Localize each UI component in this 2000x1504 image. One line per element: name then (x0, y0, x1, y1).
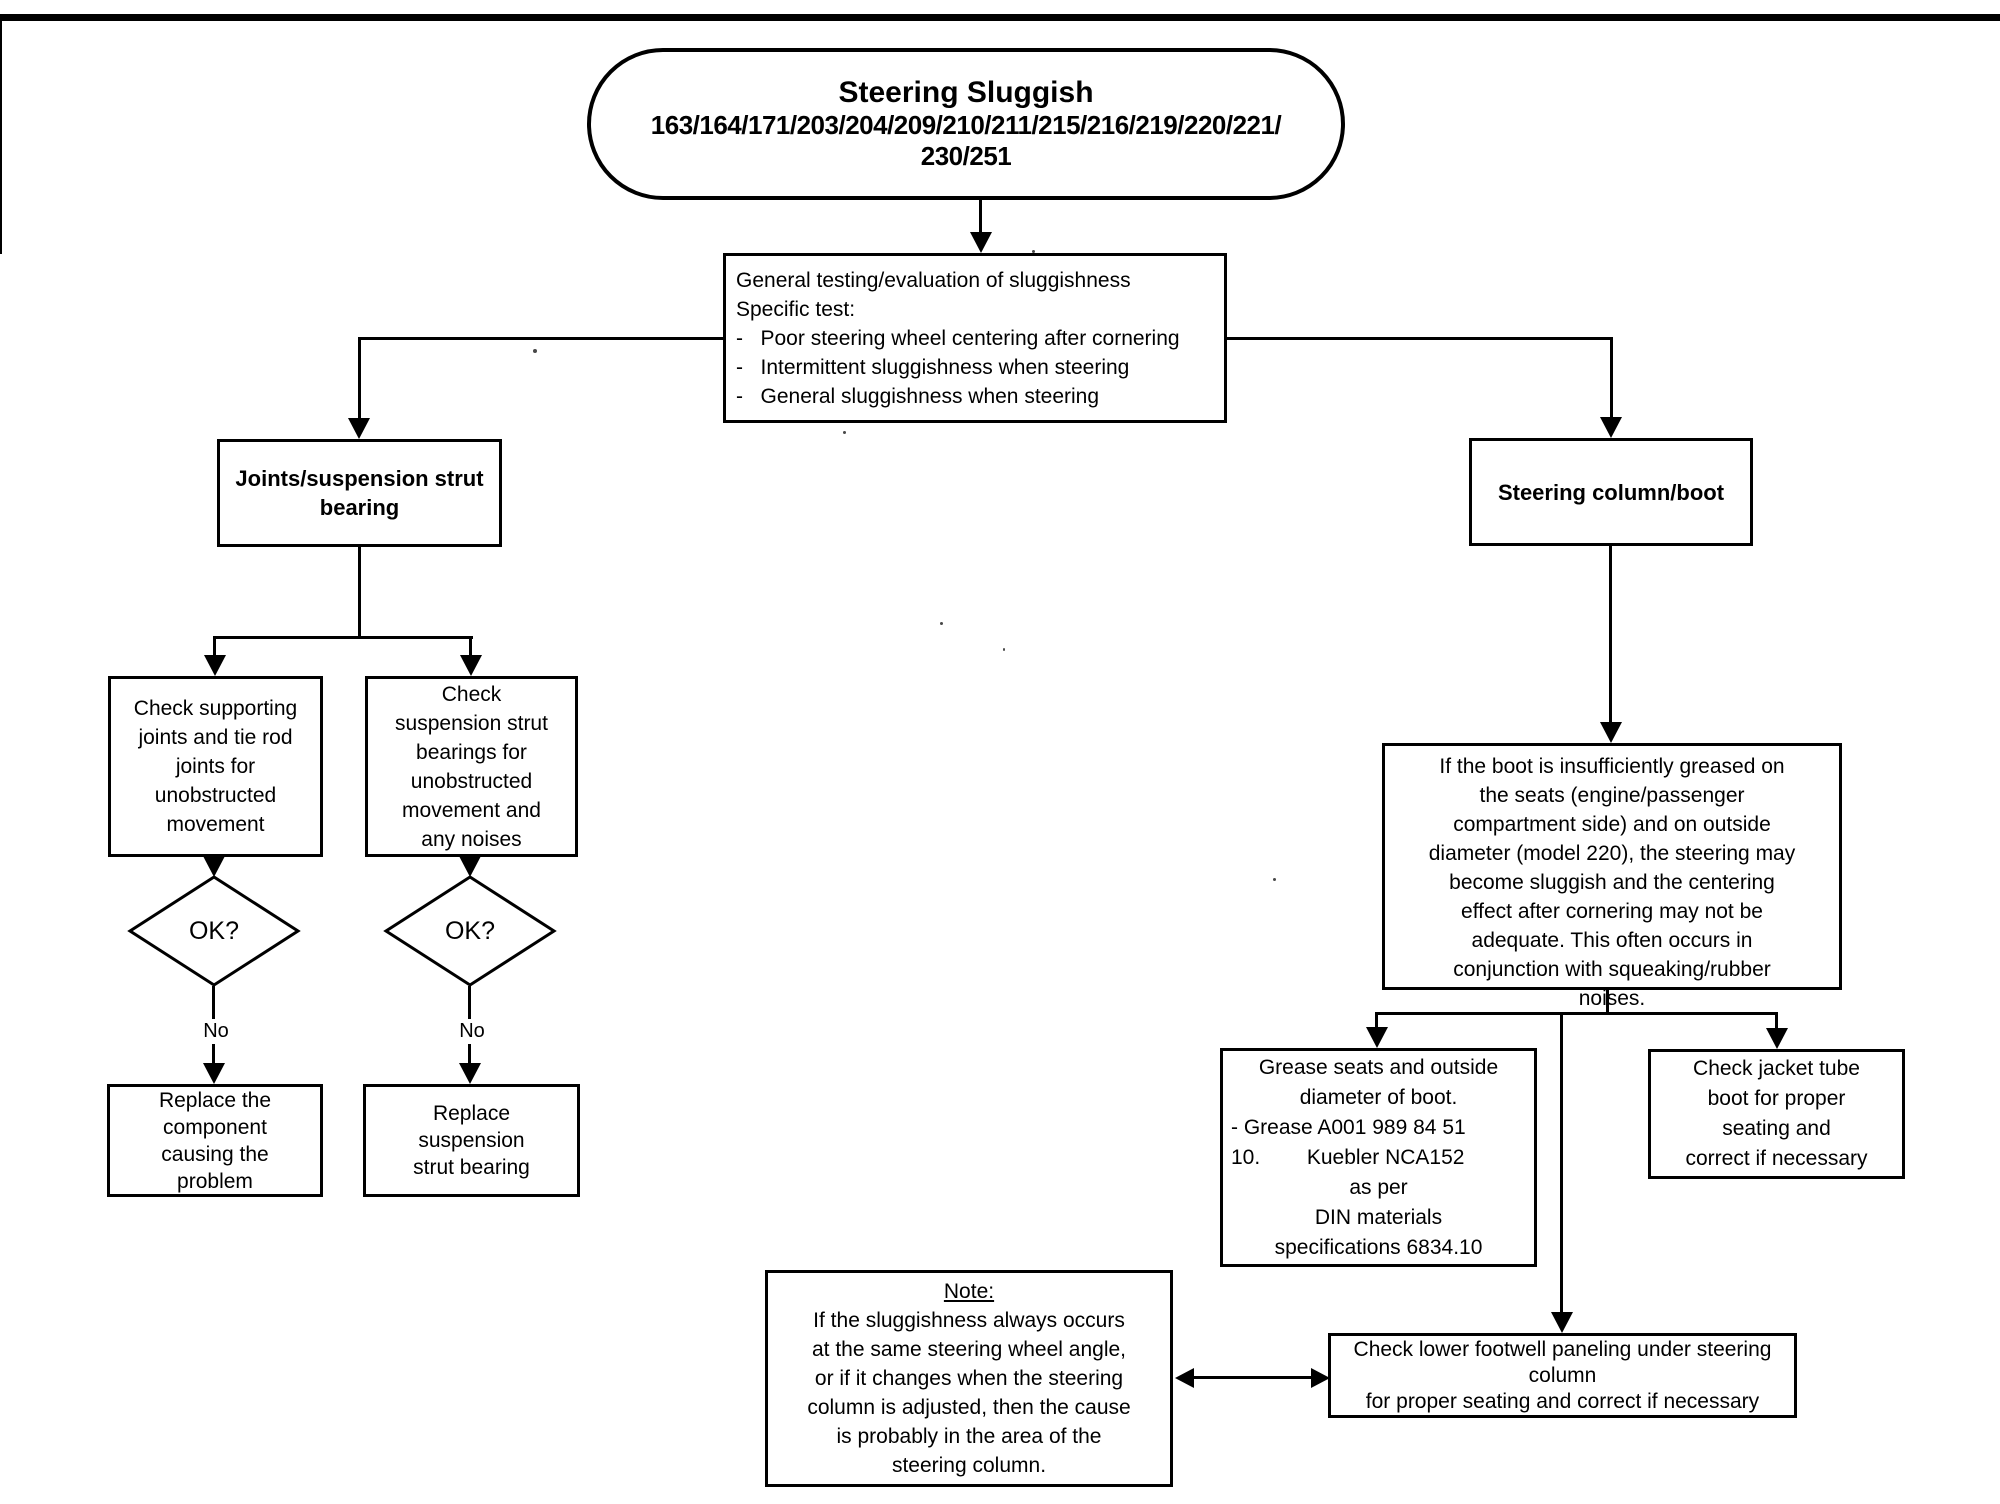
arrowhead-into-info (1600, 722, 1622, 743)
arrowhead-toward-note (1175, 1368, 1194, 1388)
diamond-shape-1 (127, 875, 301, 987)
no-label-1: No (195, 1019, 237, 1044)
connector-column-info (1609, 546, 1612, 725)
diamond-shape-2 (383, 875, 557, 987)
scan-speck (940, 622, 943, 625)
arrowhead-toward-footwell (1311, 1368, 1330, 1388)
arrowhead-into-check2 (460, 655, 482, 676)
connector-general-left (359, 337, 723, 340)
scan-speck (1032, 250, 1035, 253)
boot-grease-info-node (1382, 743, 1842, 990)
no-label-2: No (451, 1019, 493, 1044)
connector-info-stub (1606, 990, 1609, 1015)
connector-down-joints (358, 337, 361, 420)
scan-speck (1003, 648, 1005, 651)
connector-split-right (469, 636, 472, 658)
top-rule (0, 14, 2000, 21)
note-title: Note: (943, 1280, 995, 1303)
steering-column-node: Steering column/boot (1469, 438, 1753, 546)
arrowhead-into-jacket (1766, 1028, 1788, 1049)
arrowhead-into-general (970, 232, 992, 253)
left-edge-artifact (0, 21, 2, 254)
scan-speck (1273, 878, 1276, 881)
arrowhead-into-grease (1366, 1027, 1388, 1048)
scan-speck (533, 349, 537, 353)
general-test-node: General testing/evaluation of sluggishne… (723, 253, 1227, 423)
footwell-paneling-node: Check lower footwell paneling under stee… (1328, 1333, 1797, 1418)
ok-label-2: OK? (444, 916, 496, 945)
arrowhead-into-check1 (204, 655, 226, 676)
connector-split-left (213, 636, 216, 658)
arrowhead-into-replace2 (459, 1063, 481, 1084)
connector-junction-footwell (1560, 1012, 1563, 1313)
arrowhead-into-joints (348, 418, 370, 439)
arrowhead-into-decision1 (203, 856, 225, 877)
ok-label-1: OK? (188, 916, 240, 945)
ok-decision-diamond-1: OK? (127, 875, 301, 987)
general-test-text: General testing/evaluation of sluggishne… (736, 268, 1180, 408)
connector-joints-down (358, 547, 361, 639)
arrowhead-into-replace1 (203, 1063, 225, 1084)
connector-junction (1376, 1012, 1778, 1015)
connector-junction-left (1375, 1012, 1378, 1030)
scan-speck (843, 431, 846, 434)
connector-note-footwell (1191, 1376, 1313, 1379)
connector-down-column (1610, 337, 1613, 418)
ok-decision-diamond-2: OK? (383, 875, 557, 987)
title-node: Steering Sluggish 163/164/171/203/204/20… (587, 48, 1345, 200)
connector-general-right (1227, 337, 1613, 340)
arrowhead-into-footwell (1551, 1312, 1573, 1333)
footwell-paneling-text: Check lower footwell paneling under stee… (1353, 1337, 1772, 1413)
connector-junction-right (1775, 1012, 1778, 1030)
connector-title-general (979, 200, 982, 236)
arrowhead-into-column (1600, 417, 1622, 438)
page-title: Steering Sluggish (838, 76, 1094, 109)
steering-column-text: Steering column/boot (1497, 479, 1725, 505)
arrowhead-into-decision2 (459, 856, 481, 877)
boot-grease-info-text: If the boot is insufficiently greased on… (1428, 755, 1796, 1010)
model-codes-line1: 163/164/171/203/204/209/210/211/215/216/… (650, 110, 1282, 140)
model-codes-line2: 230/251 (920, 141, 1012, 171)
connector-joints-split (213, 636, 473, 639)
